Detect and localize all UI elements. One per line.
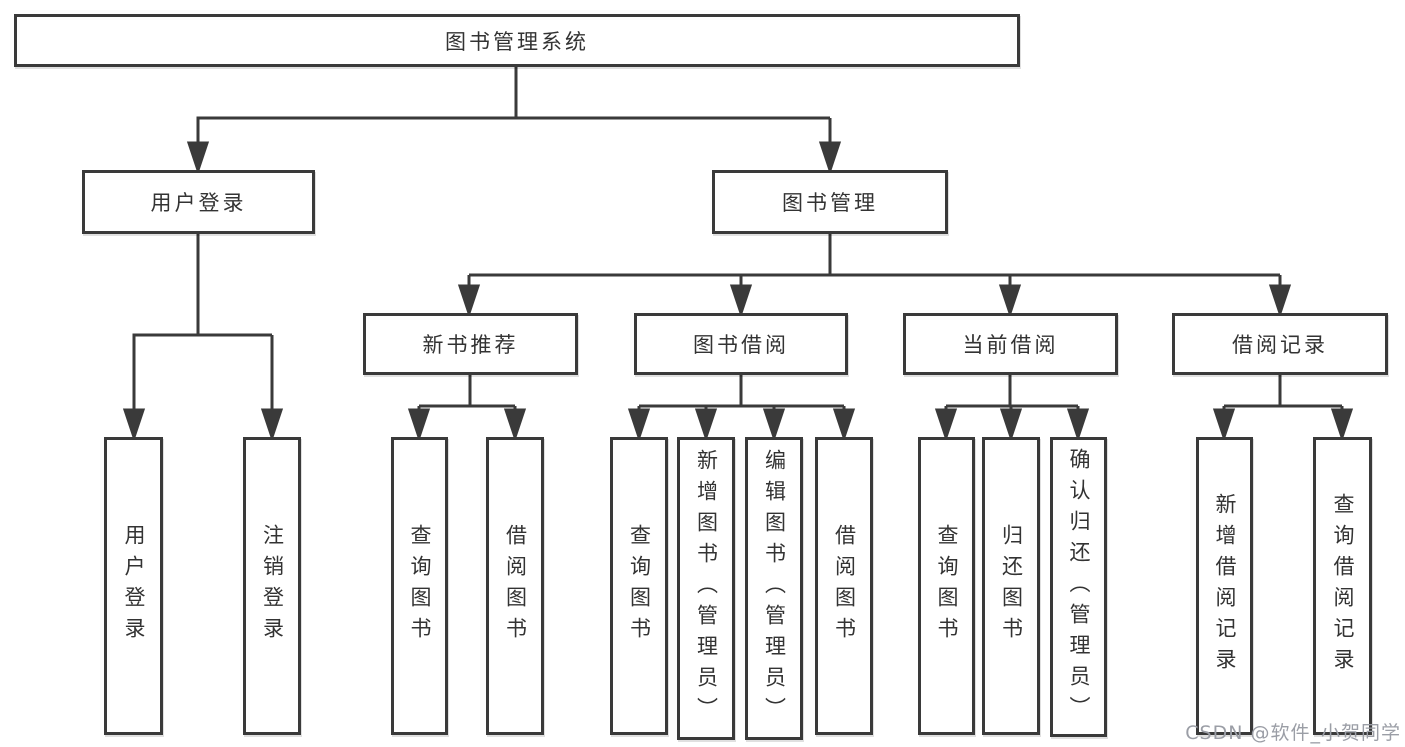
connector-borrow-records-children [1212, 375, 1354, 442]
leaf-label: 查询借阅记录 [1331, 493, 1355, 679]
arrow-down-icon [999, 408, 1023, 442]
node-current-borrow: 当前借阅 [903, 313, 1118, 375]
arrow-down-icon [186, 141, 210, 175]
leaf-edit-books-admin: 编辑图书（管理员） [745, 437, 803, 740]
leaf-label: 借阅图书 [503, 524, 528, 648]
leaf-query-borrow-record: 查询借阅记录 [1313, 437, 1372, 735]
leaf-return-books: 归还图书 [982, 437, 1040, 735]
leaf-label: 查询图书 [627, 524, 652, 648]
connector-root-to-level2 [186, 66, 842, 175]
leaf-borrow-books-2: 借阅图书 [815, 437, 873, 735]
arrow-down-icon [818, 141, 842, 175]
connector-book-mgmt-children [457, 234, 1292, 318]
arrow-down-icon [122, 408, 146, 442]
arrow-down-icon [762, 408, 786, 442]
connector-current-borrow-children [934, 375, 1090, 442]
arrow-down-icon [694, 408, 718, 442]
arrow-down-icon [1066, 408, 1090, 442]
watermark: CSDN @软件_小贺同学 [1185, 722, 1401, 744]
arrow-down-icon [832, 408, 856, 442]
node-book-mgmt: 图书管理 [712, 170, 948, 234]
leaf-logout: 注销登录 [243, 437, 301, 735]
leaf-add-borrow-record: 新增借阅记录 [1196, 437, 1253, 735]
arrow-down-icon [503, 408, 527, 442]
leaf-label: 用户登录 [122, 524, 146, 648]
arrow-down-icon [1212, 408, 1236, 442]
leaf-label: 借阅图书 [832, 524, 857, 648]
connector-user-login-children [122, 234, 284, 442]
arrow-down-icon [407, 408, 431, 442]
node-new-book-recommend: 新书推荐 [363, 313, 578, 375]
node-book-borrow: 图书借阅 [634, 313, 848, 375]
arrow-down-icon [1330, 408, 1354, 442]
arrow-down-icon [627, 408, 651, 442]
arrow-down-icon [729, 284, 753, 318]
leaf-label: 编辑图书（管理员） [762, 449, 787, 728]
leaf-label: 查询图书 [408, 524, 432, 648]
leaf-query-books-1: 查询图书 [391, 437, 448, 735]
node-borrow-records: 借阅记录 [1172, 313, 1388, 375]
connector-book-borrow-children [627, 375, 856, 442]
leaf-query-books-3: 查询图书 [918, 437, 975, 735]
leaf-label: 归还图书 [999, 524, 1024, 648]
node-user-login: 用户登录 [82, 170, 315, 234]
arrow-down-icon [998, 284, 1022, 318]
arrow-down-icon [934, 408, 958, 442]
arrow-down-icon [260, 408, 284, 442]
leaf-label: 确认归还（管理员） [1067, 447, 1091, 727]
arrow-down-icon [1268, 284, 1292, 318]
leaf-label: 新增借阅记录 [1213, 493, 1237, 679]
leaf-borrow-books-1: 借阅图书 [486, 437, 544, 735]
leaf-user-login: 用户登录 [104, 437, 163, 735]
leaf-query-books-2: 查询图书 [610, 437, 668, 735]
connector-new-books-children [407, 375, 527, 442]
arrow-down-icon [457, 284, 481, 318]
leaf-confirm-return-admin: 确认归还（管理员） [1050, 437, 1107, 737]
leaf-label: 新增图书（管理员） [694, 449, 719, 728]
leaf-add-books-admin: 新增图书（管理员） [677, 437, 735, 740]
leaf-label: 查询图书 [935, 524, 959, 648]
node-root-system: 图书管理系统 [14, 14, 1020, 67]
leaf-label: 注销登录 [260, 524, 285, 648]
